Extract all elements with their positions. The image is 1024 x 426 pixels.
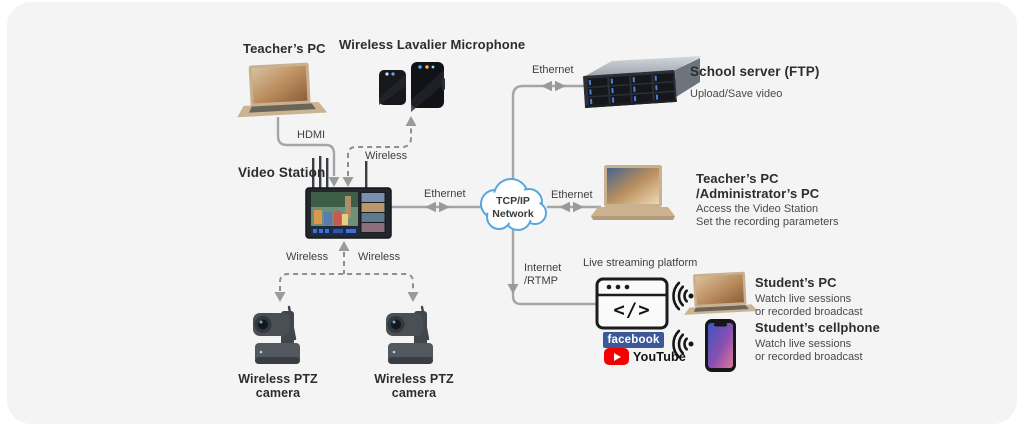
school-server-title: School server (FTP) [690,64,820,79]
ptz-right-title: Wireless PTZ camera [374,372,454,400]
student-phone-desc: Watch live sessions or recorded broadcas… [755,338,863,363]
mic-link-arrow-up-icon [405,116,417,126]
admin-laptop-screen [607,168,659,204]
wireless-cam-branch [279,273,414,291]
internet-rtmp-label: Internet /RTMP [524,262,562,287]
wireless-mic-image [379,62,445,112]
hdmi-arrow-down-icon [328,177,340,187]
wireless-cam-left-label: Wireless [286,251,329,263]
hdmi-line [276,117,336,176]
mic-rx-sheen [411,70,444,112]
eth2-arrow-right-icon [573,201,584,213]
cam-right-arrow-down-icon [407,292,419,302]
ethernet-line-cloud-server [511,84,586,183]
ethernet-cloud-server-label: Ethernet [532,64,574,76]
admin-laptop-image [591,165,675,220]
live-platform-title: Live streaming platform [583,257,698,269]
ptz-camera-right-image [384,305,435,366]
facebook-logo: facebook [603,332,664,348]
dashed-wireless-links [279,127,414,291]
network-cloud-label: TCP/IP Network [492,195,534,220]
server-front [583,70,677,108]
cam-left-arrow-down-icon [274,292,286,302]
mic-link-arrow-down-icon [342,177,354,187]
admin-laptop-base [591,207,675,216]
school-server-image [583,56,702,108]
student-laptop-image [683,271,758,315]
student-laptop-screen [695,274,744,305]
student-laptop-keyboard [693,305,749,312]
youtube-play-icon [604,348,629,365]
laptop-screen [251,65,308,104]
arrowheads [274,80,584,302]
youtube-wordmark: YouTube [633,349,687,364]
admin-pc-title: Teacher’s PC /Administrator’s PC [696,171,820,201]
wifi-icon [672,329,694,359]
cam-trunk-arrow-up-icon [338,241,350,251]
internet-rtmp-line [511,228,596,306]
network-cloud-icon [480,178,547,231]
teachers-laptop-image [237,62,328,118]
ptz-camera-left-image [251,305,302,366]
ethernet-cloud-pc-label: Ethernet [551,189,593,201]
mic-tx-sheen [379,74,406,105]
server-top [585,56,702,76]
ptz-left-title: Wireless PTZ camera [238,372,318,400]
rtmp-arrow-down-icon [507,284,519,294]
station-side-tiles [360,192,386,233]
admin-pc-desc: Access the Video Station Set the recordi… [696,203,839,228]
eth1-arrow-right-icon [439,201,450,213]
server-side [675,58,700,97]
eth3-arrow-left-icon [541,80,552,92]
student-pc-desc: Watch live sessions or recorded broadcas… [755,293,863,318]
ethernet-station-cloud-label: Ethernet [424,188,466,200]
wireless-mic-label: Wireless [365,150,408,162]
teachers-pc-title: Teacher’s PC [243,41,326,56]
microphone-title: Wireless Lavalier Microphone [339,37,526,52]
eth3-arrow-right-icon [555,80,566,92]
hdmi-label: HDMI [297,129,326,141]
wifi-icon [672,281,694,311]
wireless-mic-link [347,127,412,176]
admin-laptop-lip [591,216,675,220]
video-station-image [305,156,392,239]
student-phone-title: Student’s cellphone [755,320,880,335]
browser-code-icon [595,277,669,330]
phone-screen [708,323,733,368]
laptop-keyboard [249,103,316,113]
student-pc-title: Student’s PC [755,275,837,290]
eth2-arrow-left-icon [559,201,570,213]
youtube-logo: YouTube [604,348,686,365]
phone-notch [714,323,727,327]
student-phone-image [705,319,736,372]
code-glyph: </> [613,299,651,321]
video-station-title: Video Station [238,165,326,180]
wireless-cam-right-label: Wireless [358,251,401,263]
school-server-desc: Upload/Save video [690,88,783,100]
eth1-arrow-left-icon [425,201,436,213]
